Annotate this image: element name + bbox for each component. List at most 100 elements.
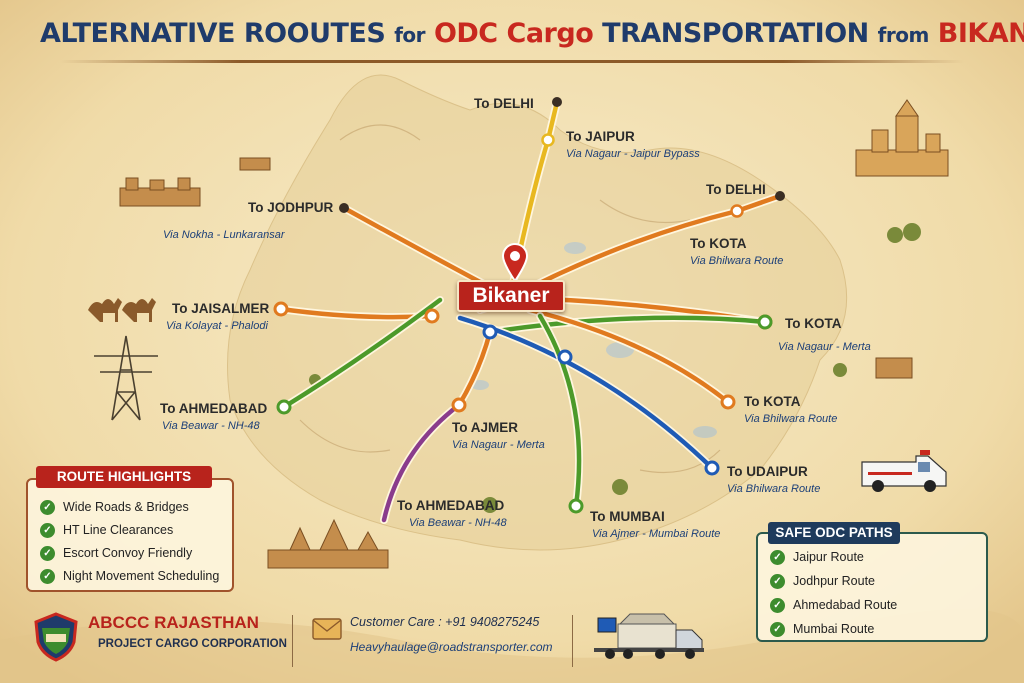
dest-via: Via Bhilwara Route (744, 413, 838, 425)
dest-via: Via Bhilwara Route (727, 483, 821, 495)
fort-icon (119, 157, 271, 207)
route-line (487, 315, 768, 335)
dest-ahmedabad-2: To AHMEDABAD Via Beawar - NH-48 (397, 498, 507, 529)
highlight-item: ✓ Night Movement Scheduling (40, 567, 219, 585)
safe-path-label: Mumbai Route (793, 622, 875, 636)
shield-logo-icon (34, 612, 78, 662)
dest-delhi-east: To DELHI (706, 182, 766, 197)
dest-via: Via Nagaur - Merta (778, 341, 871, 353)
check-icon: ✓ (770, 573, 785, 589)
email-link[interactable]: Heavyhaulage@roadstransporter.com (350, 640, 553, 654)
center-city-badge: Bikaner (457, 280, 565, 312)
junction-node (424, 308, 440, 324)
dest-via: Via Ajmer - Mumbai Route (592, 528, 721, 540)
safe-path-item: ✓ Ahmedabad Route (770, 596, 897, 614)
route-node (730, 204, 744, 218)
truck-icon (594, 613, 704, 659)
dest-via: Via Bhilwara Route (690, 255, 784, 267)
highlight-label: Escort Convoy Friendly (63, 546, 193, 560)
dest-via: Via Kolayat - Phalodi (166, 320, 268, 332)
dest-label: To MUMBAI (590, 509, 665, 524)
safe-path-item: ✓Jaipur Route (770, 548, 864, 566)
route-line (537, 313, 582, 509)
dest-label: To JAISALMER (172, 301, 270, 316)
map-pin-icon (501, 243, 529, 282)
check-icon: ✓ (40, 499, 55, 515)
dest-ajmer: To AJMER Via Nagaur - Merta (452, 420, 545, 451)
route-terminus-ring (704, 460, 720, 476)
route-terminus-ring (568, 498, 584, 514)
check-icon: ✓ (40, 568, 55, 584)
camel-icon (88, 298, 156, 322)
mail-icon (312, 618, 342, 640)
route-terminus-ring (720, 394, 736, 410)
highlight-label: HT Line Clearances (63, 523, 174, 537)
junction-node (557, 349, 573, 365)
page-title: ALTERNATIVE ROOUTES for ODC Cargo TRANSP… (40, 18, 1024, 68)
dest-label: To KOTA (785, 316, 842, 331)
footer-divider (572, 615, 573, 667)
route-highlights-panel: ROUTE HIGHLIGHTS ✓Wide Roads & Bridges ✓… (26, 466, 234, 592)
customer-care-text: Customer Care : +91 9408275245 (350, 615, 540, 629)
dest-via: Via Nagaur - Merta (452, 439, 545, 451)
route-terminus-dot (339, 203, 349, 213)
check-icon: ✓ (770, 597, 785, 613)
route-line (281, 297, 443, 410)
dest-kota-2-via: Via Nagaur - Merta (778, 337, 871, 353)
dest-ahmedabad-1: To AHMEDABAD Via Beawar - NH-48 (160, 401, 267, 432)
dest-delhi-north: To DELHI (474, 96, 534, 111)
dest-label: To JODHPUR (248, 200, 334, 215)
dest-label: To UDAIPUR (727, 464, 808, 479)
route-line (527, 307, 731, 405)
route-terminus-ring (273, 301, 289, 317)
brand-subtitle: PROJECT CARGO CORPORATION (98, 638, 287, 650)
dest-kota-1: To KOTA Via Bhilwara Route (690, 236, 783, 267)
dest-jodhpur-via: Via Nokha - Lunkaransar (163, 225, 284, 241)
pylon-icon (94, 335, 158, 421)
dest-label: To AJMER (452, 420, 518, 435)
dest-via: Via Beawar - NH-48 (162, 420, 260, 432)
dest-mumbai: To MUMBAI Via Ajmer - Mumbai Route (590, 509, 720, 540)
title-underline (60, 60, 964, 63)
dest-jaisalmer: To JAISALMER Via Kolayat - Phalodi (166, 301, 270, 332)
dest-via: Via Beawar - NH-48 (409, 517, 507, 529)
dest-label: To JAIPUR (566, 129, 635, 144)
safe-path-item: ✓ Jodhpur Route (770, 572, 875, 590)
dest-kota-3: To KOTA Via Bhilwara Route (744, 394, 837, 425)
route-terminus-ring (757, 314, 773, 330)
safe-path-label: Jaipur Route (793, 550, 864, 564)
check-icon: ✓ (770, 621, 785, 637)
dest-kota-2: To KOTA (785, 316, 842, 331)
dest-label: To KOTA (744, 394, 801, 409)
footer-divider (292, 615, 293, 667)
title-part-4: TRANSPORTATION (602, 18, 869, 49)
ambulance-icon (861, 450, 947, 492)
check-icon: ✓ (40, 522, 55, 538)
dest-jodhpur: To JODHPUR (248, 200, 333, 215)
junction-node (482, 324, 498, 340)
dest-label: To AHMEDABAD (397, 498, 505, 513)
highlight-item: ✓ Wide Roads & Bridges (40, 498, 189, 516)
safe-paths-panel: SAFE ODC PATHS ✓Jaipur Route ✓Jodhpur Ro… (756, 522, 988, 642)
route-terminus-dot (775, 191, 785, 201)
highlight-label: Wide Roads & Bridges (63, 500, 189, 514)
highlight-item: ✓Escort Convoy Friendly (40, 544, 192, 562)
safe-path-label: Jodhpur Route (793, 574, 876, 588)
highlight-item: ✓ HT Line Clearances (40, 521, 173, 539)
title-part-3: ODC Cargo (433, 18, 594, 49)
brand-name: ABCCC RAJASTHAN (88, 613, 259, 632)
safe-path-label: Ahmedabad Route (793, 598, 898, 612)
dest-label: To DELHI (706, 182, 766, 197)
route-node (541, 133, 555, 147)
title-part-6: BIKANER (937, 18, 1024, 49)
route-terminus-dot (552, 97, 562, 107)
title-part-2: for (394, 23, 426, 47)
dest-label: To KOTA (690, 236, 747, 251)
dest-label: To DELHI (474, 96, 534, 111)
title-part-5: from (877, 23, 930, 47)
route-line (381, 402, 462, 523)
route-terminus-ring (276, 399, 292, 415)
highlight-label: Night Movement Scheduling (63, 569, 220, 583)
palace-icon (855, 99, 949, 177)
